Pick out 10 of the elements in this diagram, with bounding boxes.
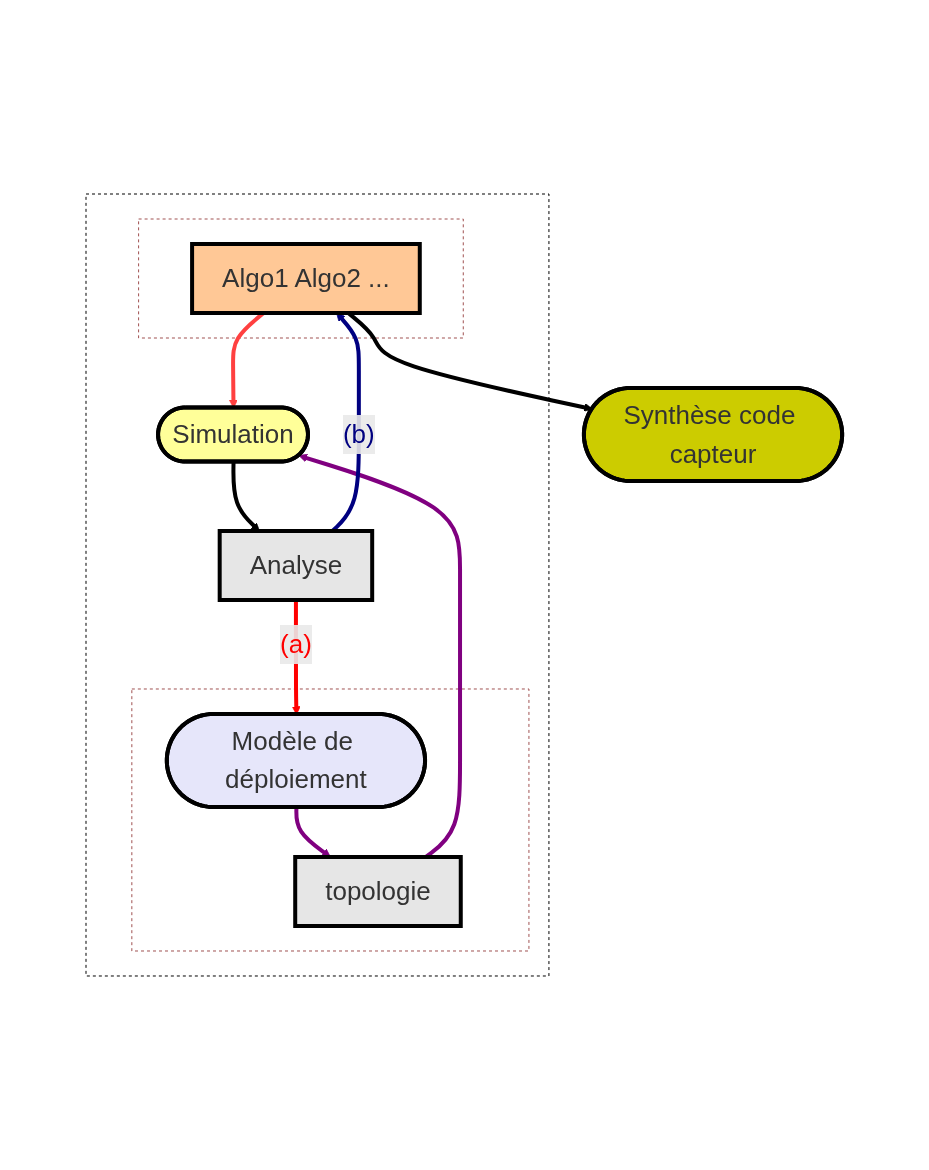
arrow: [294, 807, 332, 858]
cluster: [131, 688, 530, 952]
cluster: [85, 193, 550, 977]
node-box: topologie: [293, 855, 464, 928]
edge-label: (b): [343, 419, 376, 449]
node-box: Algo1 Algo2 ...: [190, 242, 423, 315]
arrow: [231, 461, 261, 532]
cluster: [138, 218, 465, 339]
node-box: Analyse: [218, 529, 375, 602]
edge-label: (a): [280, 629, 313, 659]
